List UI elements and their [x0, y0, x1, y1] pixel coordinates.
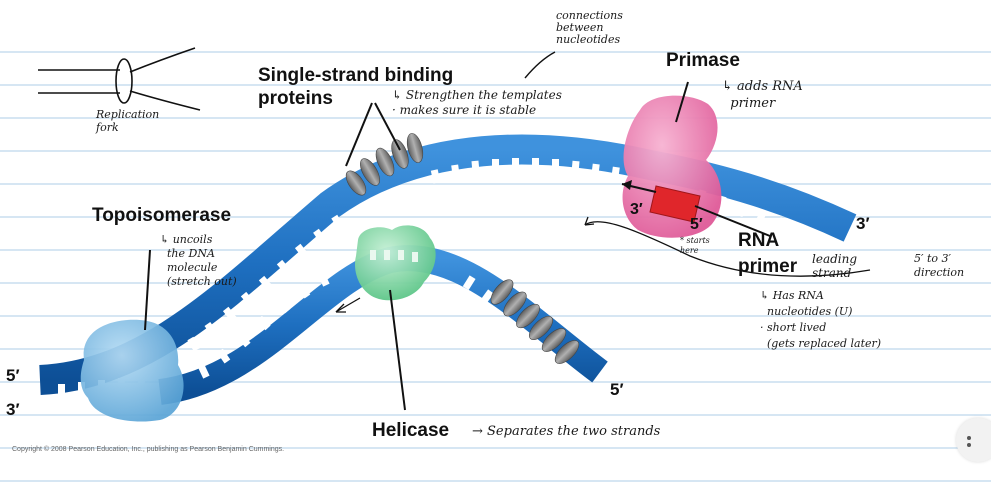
replication-fork-note: Replication fork — [96, 108, 160, 134]
connections-arrow — [524, 51, 556, 79]
starts-here-note: * starts here — [680, 236, 710, 255]
rna-primer-label: RNA primer — [738, 230, 798, 277]
copyright-text: Copyright © 2008 Pearson Education, Inc.… — [12, 446, 285, 453]
topoisomerase-protein — [80, 319, 184, 422]
hand-arrows — [335, 216, 871, 313]
helicase-label: Helicase — [372, 420, 450, 441]
helicase-note: → Separates the two strands — [472, 424, 661, 439]
five-prime-bottom-label: 5′ — [610, 380, 624, 399]
ssb-note: ↳ Strengthen the templates · makes sure … — [392, 88, 562, 117]
more-options-button[interactable] — [956, 418, 991, 462]
primase-note: ↳ adds RNA primer — [722, 79, 803, 111]
topoisomerase-label: Topoisomerase — [92, 205, 232, 226]
single-strand-binding-label: Single-strand binding proteins — [258, 65, 454, 109]
primase-label: Primase — [666, 50, 740, 71]
lower-strand-teeth — [197, 271, 494, 379]
pointer-lines — [144, 81, 771, 411]
five-prime-left-label: 5′ — [6, 366, 20, 385]
connections-note: connections between nucleotides — [556, 9, 623, 46]
ssb-proteins-lower — [490, 279, 580, 364]
upper-strand — [39, 134, 857, 395]
rna-primer-block — [621, 180, 701, 223]
helicase-protein — [354, 225, 436, 301]
rna-primer-note: ↳ Has RNA nucleotides (U) · short lived … — [760, 289, 882, 350]
five-prime-primer-label: 5′ — [690, 216, 703, 233]
top-margin — [0, 0, 991, 22]
replication-fork-sketch — [38, 47, 201, 111]
three-prime-right-label: 3′ — [856, 214, 870, 233]
leading-strand-note: leading strand — [812, 252, 858, 280]
topoisomerase-note: ↳ uncoils the DNA molecule (stretch out) — [160, 233, 237, 288]
dot-icon — [967, 443, 971, 447]
direction-note: 5′ to 3′ direction — [914, 252, 965, 279]
dot-icon — [967, 436, 971, 440]
three-prime-left-label: 3′ — [6, 400, 20, 419]
three-prime-primer-label: 3′ — [630, 201, 643, 218]
ssb-proteins-upper — [345, 133, 424, 196]
